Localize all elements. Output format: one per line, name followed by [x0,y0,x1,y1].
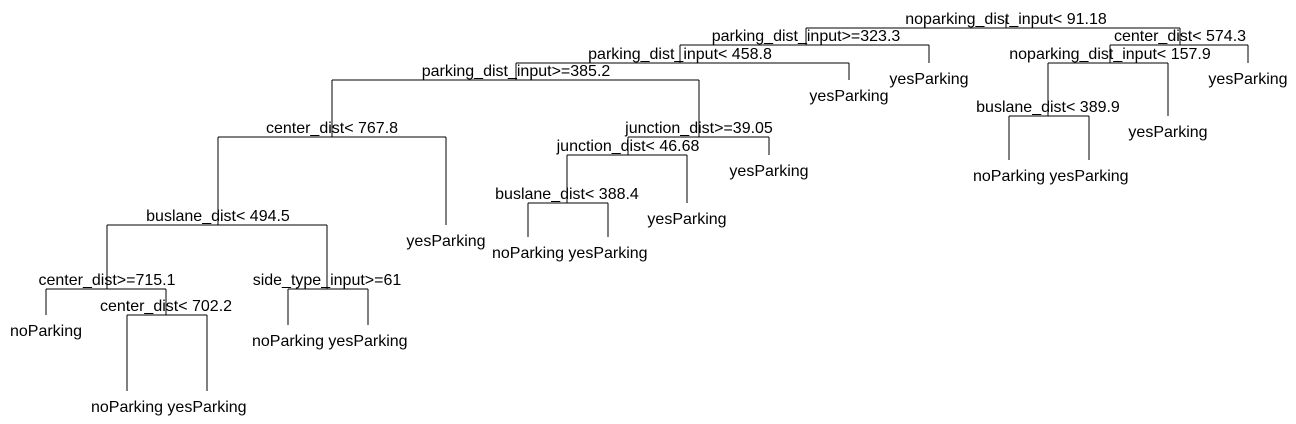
leaf-label-l15: yesParking [1128,124,1207,141]
split-label-n14: noparking_dist_input< 157.9 [1009,46,1211,63]
leaf-label-l14: yesParking [1049,168,1128,185]
leaf-label-l4: noParking [252,333,324,350]
split-label-n15: buslane_dist< 389.9 [976,99,1120,116]
split-label-n2: parking_dist_input>=323.3 [712,28,901,45]
leaf-label-l6: yesParking [406,233,485,250]
leaf-label-l7: noParking [492,245,564,262]
split-label-n8: center_dist< 702.2 [100,298,232,315]
split-label-n6: buslane_dist< 494.5 [146,208,290,225]
leaf-label-l11: yesParking [809,88,888,105]
leaf-label-l1: noParking [10,323,82,340]
split-label-n7: center_dist>=715.1 [39,272,176,289]
split-label-n10: junction_dist>=39.05 [624,120,773,137]
leaf-label-l10: yesParking [729,163,808,180]
split-label-n1: noparking_dist_input< 91.18 [905,11,1107,28]
tree-branches [45,18,1249,391]
tree-labels: noparking_dist_input< 91.18parking_dist_… [10,11,1288,416]
split-label-n9: side_type_input>=61 [253,272,402,289]
leaf-label-l5: yesParking [328,333,407,350]
leaf-label-l2: noParking [91,399,163,416]
split-label-n12: buslane_dist< 388.4 [495,186,639,203]
split-label-n3: parking_dist_input< 458.8 [588,46,772,63]
leaf-label-l16: yesParking [1208,71,1287,88]
leaf-label-l3: yesParking [167,399,246,416]
leaf-label-l8: yesParking [568,245,647,262]
leaf-label-l13: noParking [973,168,1045,185]
leaf-label-l9: yesParking [647,211,726,228]
split-label-n4: parking_dist_input>=385.2 [422,63,611,80]
split-label-n13: center_dist< 574.3 [1114,28,1246,45]
split-label-n11: junction_dist< 46.68 [556,138,700,155]
leaf-label-l12: yesParking [889,71,968,88]
split-label-n5: center_dist< 767.8 [266,120,398,137]
